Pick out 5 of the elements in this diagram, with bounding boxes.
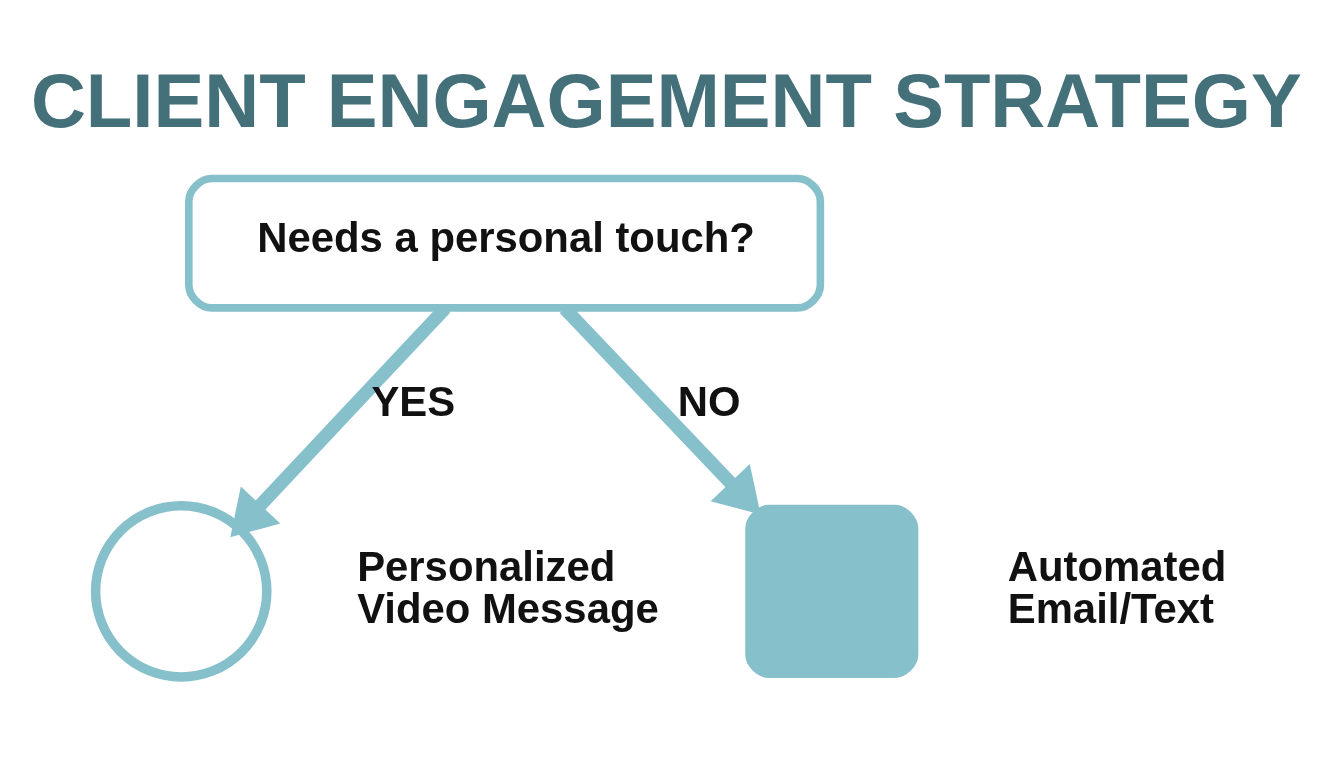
edge-label: NO bbox=[677, 377, 741, 425]
node-label: Automated Email/Text bbox=[1007, 543, 1227, 632]
edge-label: YES bbox=[371, 377, 456, 425]
diagram-title: CLIENT ENGAGEMENT STRATEGY bbox=[30, 58, 1302, 144]
node-label: Personalized Video Message bbox=[357, 543, 659, 632]
